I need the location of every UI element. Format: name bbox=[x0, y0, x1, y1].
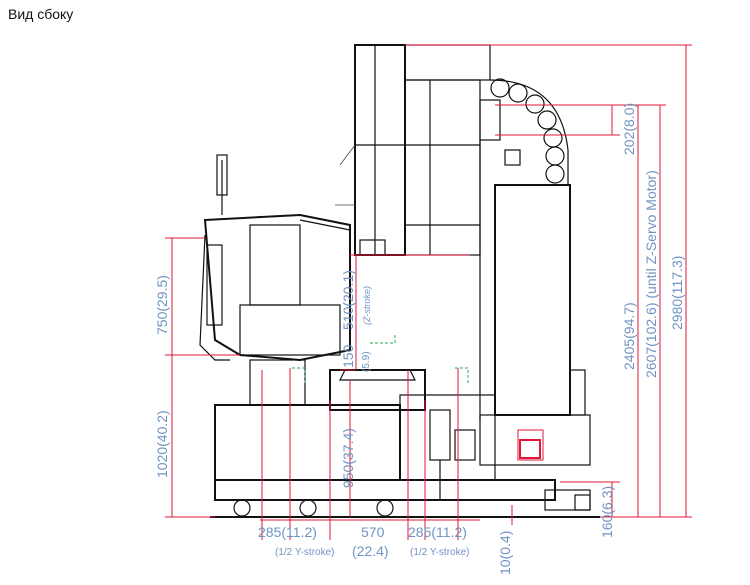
dim-510-note: (Z-stroke) bbox=[362, 286, 372, 325]
machine-outline bbox=[199, 44, 600, 518]
cable-chain bbox=[489, 78, 569, 185]
dimension-labels: 750(29.5) 1020(40.2) 510(20.1) (Z-stroke… bbox=[154, 103, 685, 575]
dim-10: 10(0.4) bbox=[497, 531, 513, 575]
dim-160: 160(6.3) bbox=[599, 486, 615, 538]
reference-marks bbox=[292, 335, 469, 385]
dim-750: 750(29.5) bbox=[154, 275, 170, 335]
dim-950: 950(37.4) bbox=[340, 428, 356, 488]
dim-570: 570 bbox=[361, 524, 385, 540]
dim-1020: 1020(40.2) bbox=[154, 410, 170, 478]
dim-5-9: (5.9) bbox=[361, 351, 372, 372]
dim-285-right: 285(11.2) bbox=[408, 524, 467, 540]
dim-570-inch: (22.4) bbox=[352, 543, 389, 559]
red-component bbox=[517, 429, 544, 461]
dimension-lines bbox=[165, 44, 692, 540]
page-title: Вид сбоку bbox=[8, 6, 74, 22]
dim-285-right-note: (1/2 Y-stroke) bbox=[410, 547, 469, 558]
dim-2607: 2607(102.6) (until Z-Servo Motor) bbox=[643, 170, 659, 378]
dim-285-left-note: (1/2 Y-stroke) bbox=[275, 547, 334, 558]
dim-285-left: 285(11.2) bbox=[258, 524, 317, 540]
dim-150: 150 bbox=[340, 344, 356, 368]
dim-2980: 2980(117.3) bbox=[669, 256, 685, 330]
dim-2405: 2405(94.7) bbox=[621, 302, 637, 370]
dim-202: 202(8.0) bbox=[621, 103, 637, 155]
dim-510: 510(20.1) bbox=[340, 270, 356, 330]
